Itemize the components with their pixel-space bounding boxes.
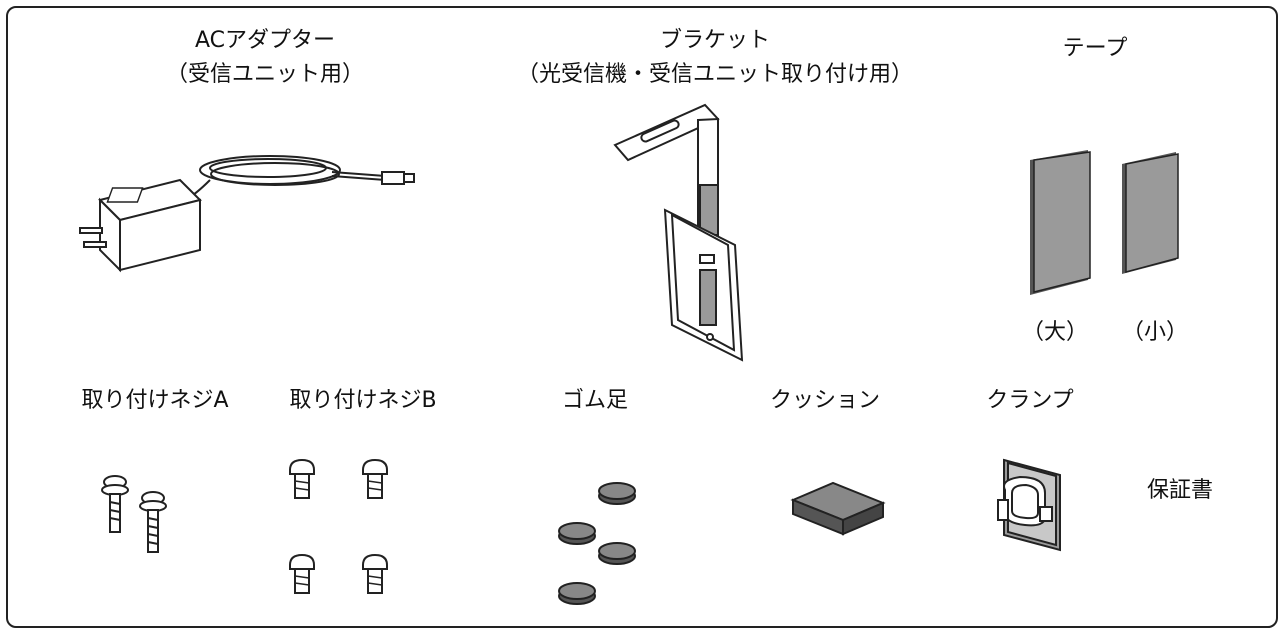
tape-small-label: （小） xyxy=(1121,320,1188,345)
tape-small-illustration xyxy=(1122,152,1179,274)
tape-name: テープ xyxy=(1062,36,1128,61)
rubber-feet-illustration xyxy=(558,482,636,605)
tape-large-label: （大） xyxy=(1021,320,1088,345)
ac-adapter-name: ACアダプター xyxy=(194,28,336,53)
ac-adapter-illustration xyxy=(79,155,415,273)
ac-adapter-note: （受信ユニット用） xyxy=(165,62,364,87)
clamp-name: クランプ xyxy=(986,388,1074,413)
bracket-illustration xyxy=(613,103,744,362)
warranty-name: 保証書 xyxy=(1146,478,1213,503)
screw-b-illustration xyxy=(289,459,388,594)
cushion-illustration xyxy=(790,481,886,536)
rubber-feet-name: ゴム足 xyxy=(561,388,628,413)
cushion-name: クッション xyxy=(769,388,880,413)
accessories-panel xyxy=(6,6,1278,628)
screw-a-name: 取り付けネジA xyxy=(81,388,229,413)
bracket-note: （光受信機・受信ユニット取り付け用） xyxy=(516,62,913,87)
screw-a-illustration xyxy=(101,475,167,553)
tape-large-illustration xyxy=(1030,150,1091,295)
bracket-name: ブラケット xyxy=(659,28,770,53)
screw-b-name: 取り付けネジB xyxy=(289,388,437,413)
clamp-illustration xyxy=(997,458,1061,552)
